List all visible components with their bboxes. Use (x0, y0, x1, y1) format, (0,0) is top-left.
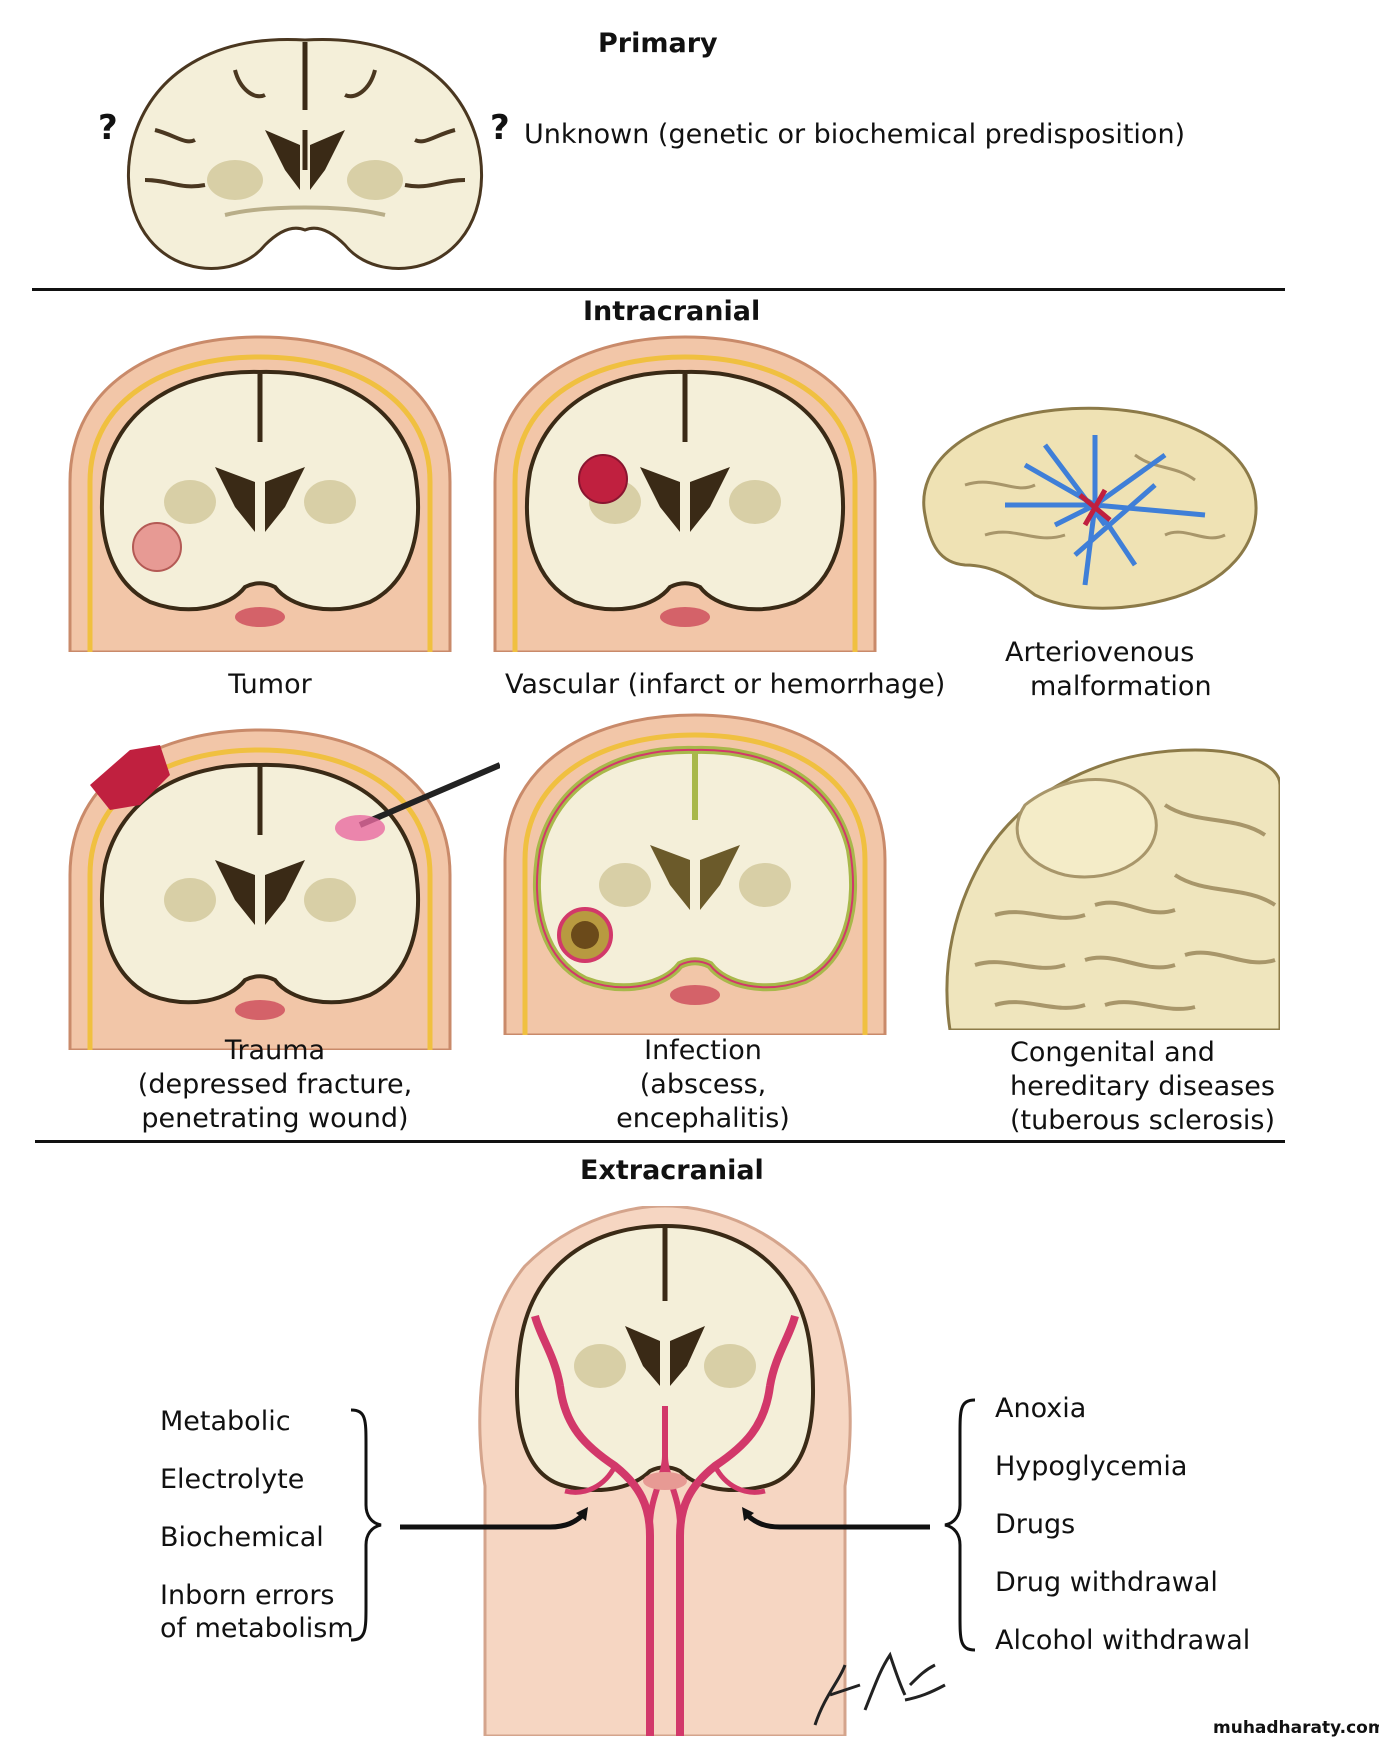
trauma-label-line2: (depressed fracture, (137, 1069, 413, 1100)
watermark: muhadharaty.com (1213, 1718, 1379, 1738)
extracranial-heading: Extracranial (580, 1155, 764, 1186)
infection-illustration (503, 713, 887, 1035)
right-item-alcohol-withdrawal: Alcohol withdrawal (995, 1625, 1251, 1656)
trauma-illustration (68, 728, 500, 1050)
left-arrow (400, 1507, 588, 1530)
left-item-electrolyte: Electrolyte (160, 1464, 305, 1495)
right-arrow (742, 1507, 930, 1530)
vascular-illustration (493, 335, 877, 652)
congenital-label-line3: (tuberous sclerosis) (1010, 1105, 1275, 1136)
right-item-drugs: Drugs (995, 1509, 1076, 1540)
divider-intracranial (35, 1140, 1285, 1143)
primary-heading: Primary (598, 28, 718, 59)
intracranial-heading: Intracranial (583, 296, 761, 327)
infection-label-line2: (abscess, (639, 1069, 767, 1100)
primary-description: Unknown (genetic or biochemical predispo… (524, 119, 1186, 150)
netter-signature (813, 1651, 946, 1726)
primary-brain-illustration (126, 37, 484, 270)
left-item-of-metabolism: of metabolism (160, 1613, 354, 1644)
congenital-illustration (945, 748, 1280, 1030)
left-brace (350, 1408, 382, 1642)
right-brace (944, 1398, 976, 1652)
congenital-label-line1: Congenital and (1010, 1037, 1215, 1068)
question-mark-left: ? (98, 108, 118, 148)
infection-label-line3: encephalitis) (616, 1103, 790, 1134)
question-mark-right: ? (490, 108, 510, 148)
vascular-label: Vascular (infarct or hemorrhage) (505, 669, 946, 700)
infection-label-line1: Infection (644, 1035, 762, 1066)
trauma-label-line1: Trauma (224, 1035, 326, 1066)
extracranial-head-illustration (478, 1206, 852, 1736)
left-item-inborn-errors: Inborn errors (160, 1580, 335, 1611)
tumor-label: Tumor (228, 669, 312, 700)
left-item-biochemical: Biochemical (160, 1522, 324, 1553)
avm-illustration (922, 406, 1258, 610)
divider-primary (32, 288, 1285, 291)
right-item-hypoglycemia: Hypoglycemia (995, 1451, 1188, 1482)
avm-label-line2: malformation (1030, 671, 1212, 702)
trauma-label-line3: penetrating wound) (141, 1103, 409, 1134)
right-item-drug-withdrawal: Drug withdrawal (995, 1567, 1218, 1598)
avm-label-line1: Arteriovenous (1005, 637, 1195, 668)
tumor-illustration (68, 335, 452, 652)
right-item-anoxia: Anoxia (995, 1393, 1087, 1424)
left-item-metabolic: Metabolic (160, 1406, 291, 1437)
congenital-label-line2: hereditary diseases (1010, 1071, 1275, 1102)
